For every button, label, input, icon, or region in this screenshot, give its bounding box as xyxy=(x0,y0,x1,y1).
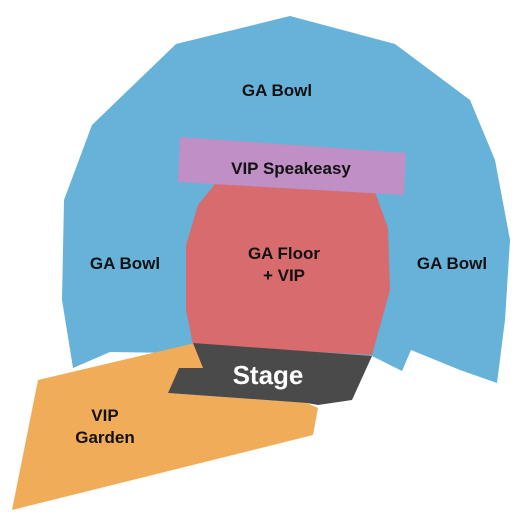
vip-speakeasy-section[interactable] xyxy=(178,137,406,195)
stage-section xyxy=(168,343,372,405)
ga-floor-vip-section[interactable] xyxy=(186,184,390,355)
vip-garden-section[interactable] xyxy=(12,343,318,510)
